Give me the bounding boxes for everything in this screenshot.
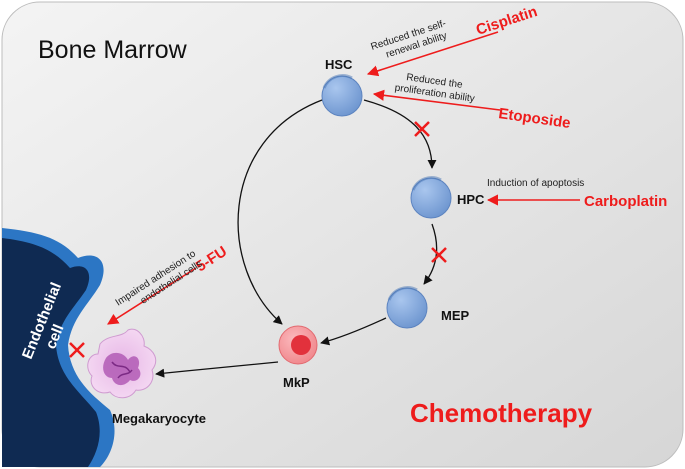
- arrow-mkp-to-megakaryocyte: [155, 361, 279, 378]
- drug-carboplatin: Carboplatin: [584, 193, 667, 210]
- effect-carboplatin: Induction of apoptosis: [487, 178, 584, 189]
- hsc-label: HSC: [325, 57, 353, 72]
- hpc-label: HPC: [457, 192, 485, 207]
- arrow-5fu-to-endothelial: [107, 267, 197, 325]
- arrow-cisplatin-to-hsc: [366, 31, 499, 77]
- arrow-etoposide-to-hsc: [372, 89, 501, 111]
- diagram-title: Bone Marrow: [38, 36, 188, 64]
- arrow-hpc-to-mep: [423, 223, 438, 285]
- mep-label: MEP: [441, 308, 470, 323]
- arrow-mep-to-mkp: [320, 317, 387, 346]
- block-cross-icon-endothelial: [69, 342, 85, 358]
- chemotherapy-label: Chemotherapy: [410, 398, 593, 428]
- block-cross-icon-hpc-mep: [431, 247, 447, 263]
- endothelial-cell: Endothelial cell: [2, 228, 115, 467]
- arrow-hsc-to-hpc: [363, 99, 437, 169]
- megakaryocyte-label: Megakaryocyte: [112, 411, 206, 426]
- arrow-hsc-to-mkp: [237, 99, 323, 325]
- megakaryocyte-cell: [87, 328, 157, 399]
- mkp-label: MkP: [283, 375, 310, 390]
- block-cross-icon-hsc-hpc: [414, 121, 430, 137]
